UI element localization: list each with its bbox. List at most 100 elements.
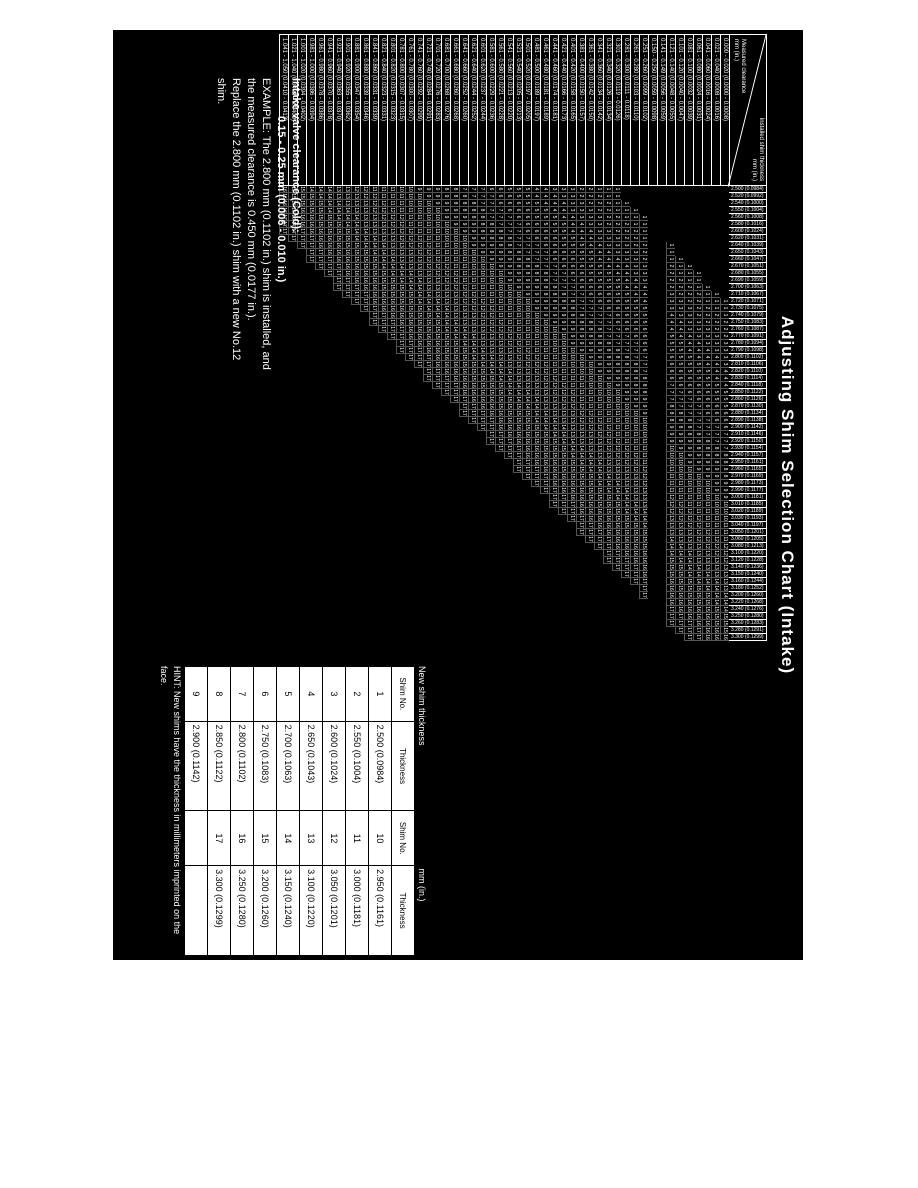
shim-cell: 11 [576,382,585,389]
shim-cell: 14 [711,578,720,585]
shim-cell: 5 [612,277,621,284]
shim-cell: 11 [423,235,432,242]
shim-cell: 14 [720,599,729,606]
shim-cell: 14 [378,242,387,249]
shim-cell: 8 [603,354,612,361]
shim-cell: 11 [666,480,675,487]
column-header-label: 2.830 (0.1114) [731,375,763,381]
shim-cell: 12 [630,452,639,459]
shim-cell: 14 [432,298,441,305]
shim-cell: 13 [540,403,549,410]
shim-cell: 11 [549,368,558,375]
shim-cell: 4 [585,242,594,249]
shim-cell: 10 [594,382,603,389]
shim-cell: 3 [621,249,630,256]
shim-cell: 15 [576,466,585,473]
shim-cell: 2 [639,242,648,249]
shim-cell: 13 [414,263,423,270]
shim-cell: 14 [531,417,540,424]
shim-cell: 6 [612,305,621,312]
shim-cell: 13 [666,515,675,522]
shim-cell: 8 [540,270,549,277]
shim-cell: 8 [513,263,522,270]
column-header: 2.720 (0.1071) [729,298,767,305]
shim-cell: 14 [675,543,684,550]
shim-cell: 3 [612,242,621,249]
shim-cell: 15 [558,466,567,473]
shim-cell: 15 [675,564,684,571]
shim-cell: 9 [459,221,468,228]
shim-cell: 3 [684,312,693,319]
shim-cell: 6 [531,235,540,242]
column-header-label: 2.850 (0.1122) [731,389,764,395]
shim-cell: 12 [594,424,603,431]
shim-cell: 13 [441,291,450,298]
shim-cell: 3 [594,214,603,221]
shim-cell: 3 [567,200,576,207]
row-header: 0.761 - 0.780 (0.0300 - 0.0307) [405,34,414,186]
shim-cell: 17 [459,410,468,417]
new-shim-caption-left: New shim thickness [417,666,427,746]
shim-cell: 5 [549,228,558,235]
column-header-label: 2.640 (0.1039) [731,242,764,248]
shim-cell: 14 [324,193,333,200]
column-header: 2.860 (0.1126) [729,396,767,403]
shim-cell: 9 [666,424,675,431]
shim-cell: 8 [684,431,693,438]
shim-cell: 8 [702,445,711,452]
shim-cell: 12 [423,242,432,249]
shim-cell: 8 [720,466,729,473]
shim-cell: 10 [414,200,423,207]
shim-cell: 5 [531,200,540,207]
shim-cell: 8 [612,347,621,354]
shim-cell: 13 [612,466,621,473]
shim-cell: 16 [396,319,405,326]
shim-cell: 9 [666,438,675,445]
shim-cell: 13 [459,319,468,326]
shim-cell: 7 [630,347,639,354]
shim-cell: 5 [567,249,576,256]
shim-cell: 8 [450,193,459,200]
shim-cell: 6 [684,375,693,382]
shim-cell: 15 [558,452,567,459]
shim-cell: 4 [675,326,684,333]
shim-cell: 12 [684,515,693,522]
shim-cell: 13 [603,459,612,466]
column-header: 2.850 (0.1122) [729,389,767,396]
shim-cell: 8 [459,193,468,200]
shim-cell: 15 [522,417,531,424]
shim-cell: 11 [522,326,531,333]
shim-cell: 5 [549,214,558,221]
shim-cell: 7 [666,396,675,403]
shim-cell: 12 [585,410,594,417]
shim-cell: 7 [702,424,711,431]
clearance-notes: Intake valve clearance (Cold): 0.15 - 0.… [213,78,303,638]
shim-cell: 2 [666,277,675,284]
shim-cell: 10 [693,480,702,487]
shim-cell: 16 [468,382,477,389]
shim-cell: 7 [549,270,558,277]
shim-cell: 13 [495,340,504,347]
shim-cell: 17 [423,375,432,382]
shim-cell: 11 [702,501,711,508]
shim-cell: 4 [576,221,585,228]
shim-cell: 14 [522,396,531,403]
column-header-label: 2.770 (0.1091) [731,333,764,339]
column-header: 3.140 (0.1236) [729,564,767,571]
shim-cell: 3 [603,235,612,242]
shim-cell: 7 [495,214,504,221]
shim-cell: 11 [612,431,621,438]
shim-cell: 2 [603,221,612,228]
shim-cell: 8 [513,249,522,256]
shim-cell: 11 [414,214,423,221]
shim-number [184,810,208,866]
shim-cell: 10 [495,270,504,277]
row-header: 0.541 - 0.560 (0.0213 - 0.0220) [504,34,513,186]
shim-cell: 16 [459,375,468,382]
shim-cell: 3 [675,305,684,312]
shim-cell: 8 [540,291,549,298]
shim-cell: 9 [450,214,459,221]
measured-label: Measured clearance [740,39,746,94]
shim-cell: 2 [666,263,675,270]
shim-cell: 17 [603,550,612,557]
